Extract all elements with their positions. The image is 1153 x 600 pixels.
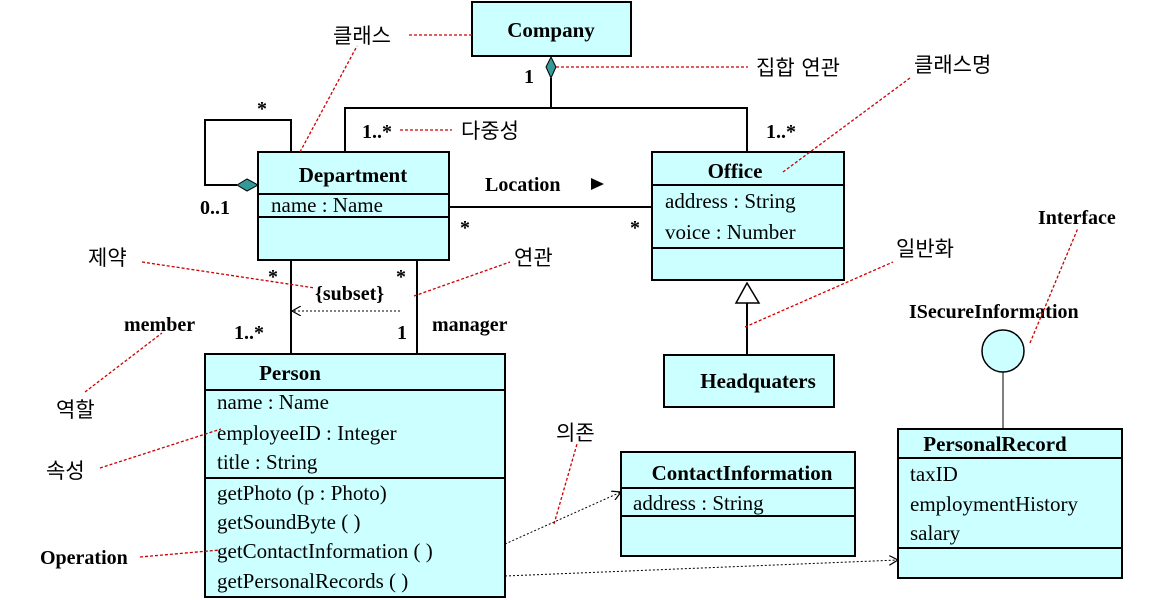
multiplicity-label: * (396, 266, 406, 288)
multiplicity-label: * (460, 217, 470, 239)
dependency-personal-record-arrow (504, 560, 898, 577)
annotation-attribute: 속성 (46, 459, 85, 483)
annotation-association: 연관 (514, 246, 553, 270)
multiplicity-label: 0..1 (200, 197, 230, 219)
role-label: member (124, 314, 195, 336)
attribute: title : String (217, 450, 318, 474)
class-company[interactable]: Company (471, 1, 632, 57)
attribute: employmentHistory (910, 492, 1078, 516)
department-aggregation-diamond (236, 178, 260, 192)
multiplicity-label: 1..* (362, 121, 392, 143)
attribute: salary (910, 521, 961, 545)
company-to-department-line (344, 107, 748, 152)
attribute: name : Name (271, 193, 383, 217)
attribute: name : Name (217, 390, 329, 414)
operation: getSoundByte ( ) (217, 510, 360, 534)
interface-name: ISecureInformation (909, 301, 1079, 323)
class-name: Headquaters (700, 369, 816, 393)
attribute: address : String (633, 491, 764, 515)
annotation-dependency: 의존 (556, 421, 595, 445)
dependency-contact-arrow (504, 492, 621, 545)
class-name: Department (299, 163, 407, 187)
class-personal-record[interactable]: PersonalRecord taxID employmentHistory s… (897, 428, 1123, 579)
operation: getPhoto (p : Photo) (217, 481, 387, 505)
class-person[interactable]: Person name : Name employeeID : Integer … (204, 353, 506, 598)
class-contact-information[interactable]: ContactInformation address : String (620, 451, 856, 557)
interface-circle (981, 329, 1025, 373)
class-name: Person (259, 361, 321, 385)
multiplicity-label: * (268, 266, 278, 288)
annotation-operation: Operation (40, 547, 128, 569)
class-office[interactable]: Office address : String voice : Number (651, 151, 845, 281)
generalization-triangle (734, 281, 761, 304)
role-label: manager (432, 314, 508, 336)
annotation-class: 클래스 (333, 24, 391, 48)
attribute: address : String (665, 189, 796, 213)
constraint-label: {subset} (315, 283, 384, 305)
attribute: taxID (910, 462, 958, 486)
multiplicity-label: 1 (397, 322, 407, 344)
annotation-role: 역할 (56, 398, 95, 422)
class-name: Company (507, 18, 595, 42)
annotation-generalization: 일반화 (896, 237, 954, 261)
operation: getContactInformation ( ) (217, 539, 433, 563)
class-name: ContactInformation (652, 461, 833, 485)
attribute: employeeID : Integer (217, 421, 397, 445)
class-headquaters[interactable]: Headquaters (663, 354, 835, 408)
annotations (84, 34, 1079, 558)
company-aggregation-diamond (545, 55, 557, 80)
location-direction-arrow (591, 178, 604, 190)
class-department[interactable]: Department name : Name (257, 151, 450, 261)
association-name: Location (485, 174, 561, 196)
annotation-class-name: 클래스명 (914, 53, 991, 77)
annotation-aggregation: 집합 연관 (756, 56, 840, 80)
annotation-multiplicity: 다중성 (461, 119, 519, 143)
multiplicity-label: 1..* (234, 322, 264, 344)
attribute: voice : Number (665, 220, 796, 244)
class-name: Office (708, 159, 763, 183)
multiplicity-label: * (257, 98, 267, 120)
multiplicity-label: 1 (524, 66, 534, 88)
operation: getPersonalRecords ( ) (217, 569, 408, 593)
multiplicity-label: 1..* (766, 121, 796, 143)
annotation-constraint: 제약 (88, 246, 127, 270)
edges (204, 78, 1004, 577)
class-name: PersonalRecord (923, 432, 1067, 456)
multiplicity-label: * (630, 217, 640, 239)
annotation-interface: Interface (1038, 207, 1116, 229)
department-self-association (204, 119, 292, 186)
